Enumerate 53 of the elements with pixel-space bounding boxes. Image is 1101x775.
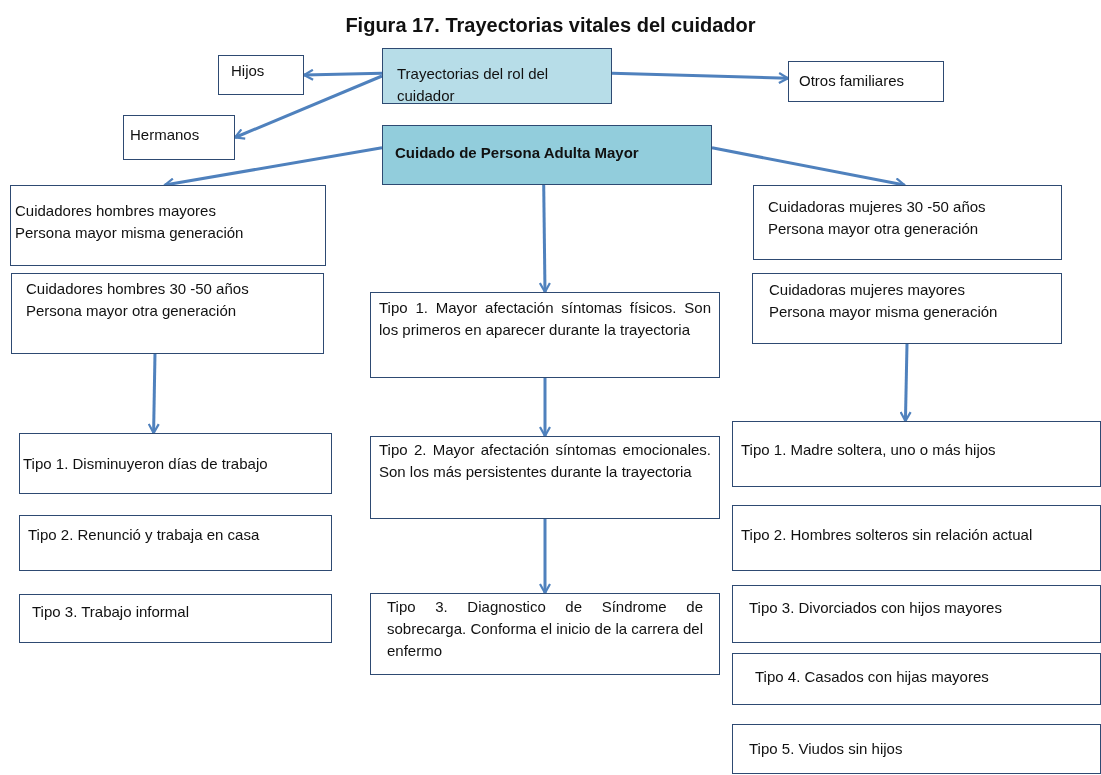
arrow (538, 184, 551, 294)
text-box (732, 421, 1101, 487)
box-text: Tipo 2. Mayor afectación síntomas emocionales. Son los más persistentes durante la trayectoria (379, 440, 711, 482)
text-box (382, 48, 612, 104)
box-text: Persona mayor otra generación (26, 300, 238, 321)
box-text: Tipo 2. Renunció y trabaja en casa (28, 525, 261, 545)
box-text: Cuidadores hombres 30 -50 años (26, 279, 250, 299)
text-box (732, 653, 1101, 705)
box-text: Tipo 1. Madre soltera, uno o más hijos (741, 440, 997, 460)
text-box (19, 433, 332, 494)
text-box (370, 436, 720, 519)
box-text: Tipo 3. Trabajo informal (32, 602, 191, 622)
arrow (538, 519, 552, 595)
box-text: Tipo 3. Diagnostico de Síndrome de sobrecarga. Conforma el inicio de la carrera del enfermo (387, 597, 703, 661)
text-box (11, 273, 324, 354)
box-text: Cuidadores hombres mayores (15, 201, 217, 221)
text-box (382, 125, 712, 185)
text-box (123, 115, 235, 160)
text-box (218, 55, 304, 95)
box-text: Persona mayor misma generación (769, 301, 999, 322)
text-box (732, 585, 1101, 643)
box-text: Cuidadoras mujeres mayores (769, 280, 966, 300)
text-box (370, 593, 720, 675)
text-box (788, 61, 944, 102)
box-text: Tipo 2. Hombres solteros sin relación actual (741, 525, 1034, 545)
text-box (19, 515, 332, 571)
box-text: Tipo 4. Casados con hijas mayores (755, 667, 990, 687)
box-text: Tipo 1. Disminuyeron días de trabajo (23, 453, 269, 474)
arrow (147, 353, 160, 435)
arrow (538, 378, 552, 438)
arrow (233, 74, 383, 140)
box-text: Persona mayor misma generación (15, 222, 245, 243)
text-box (753, 185, 1062, 260)
box-text: Hijos (231, 61, 266, 81)
figure-title: Figura 17. Trayectorias vitales del cuidador (344, 14, 757, 37)
text-box (752, 273, 1062, 344)
arrow (899, 343, 912, 423)
text-box (732, 724, 1101, 774)
box-text: Tipo 1. Mayor afectación síntomas físicos. Son los primeros en aparecer durante la trayectoria (379, 298, 711, 340)
text-box (732, 505, 1101, 571)
box-text: Tipo 5. Viudos sin hijos (749, 739, 904, 759)
arrow (302, 68, 383, 81)
arrow (611, 71, 790, 85)
box-text: Otros familiares (799, 71, 906, 91)
text-box (19, 594, 332, 643)
text-box (370, 292, 720, 378)
box-text: Tipo 3. Divorciados con hijos mayores (749, 598, 1003, 618)
text-box (10, 185, 326, 266)
box-text: Trayectorias del rol del cuidador (397, 64, 550, 106)
box-text: Hermanos (130, 125, 201, 145)
box-text: Persona mayor otra generación (768, 218, 980, 239)
box-text: Cuidado de Persona Adulta Mayor (395, 143, 640, 163)
box-text: Cuidadoras mujeres 30 -50 años (768, 197, 987, 217)
